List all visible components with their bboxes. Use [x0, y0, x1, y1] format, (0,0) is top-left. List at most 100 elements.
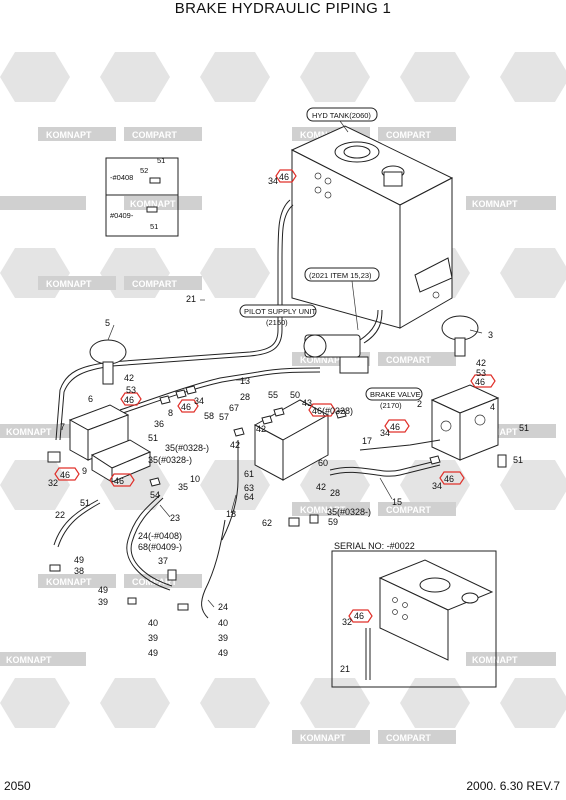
callout: 67 [229, 403, 239, 413]
svg-text:BRAKE VALVE: BRAKE VALVE [370, 390, 421, 399]
highlight-46 [308, 403, 336, 417]
highlight-46 [384, 419, 410, 433]
svg-text:KOMNAPT: KOMNAPT [300, 733, 346, 743]
callout: 46 [114, 476, 124, 486]
svg-text:KOMNAPT: KOMNAPT [472, 655, 518, 665]
brake-valve-label: BRAKE VALVE (2170) [365, 387, 423, 410]
callout: 10 [190, 474, 200, 484]
inset-box: -#0408 #0409- 52 51 51 [105, 156, 179, 237]
svg-text:(2170): (2170) [380, 401, 402, 410]
pipe-17 [359, 439, 441, 451]
callout: 51 [80, 498, 90, 508]
svg-text:KOMNAPT: KOMNAPT [46, 130, 92, 140]
callout: 22 [55, 510, 65, 520]
svg-text:COMPART: COMPART [132, 130, 177, 140]
svg-text:COMPART: COMPART [386, 505, 431, 515]
svg-text:(2150): (2150) [266, 318, 288, 327]
callout: 42 [256, 424, 266, 434]
fittings [49, 385, 507, 611]
callout: 59 [328, 517, 338, 527]
svg-text:51: 51 [157, 156, 165, 165]
callout: 2 [417, 399, 422, 409]
svg-text:51: 51 [150, 222, 158, 231]
svg-text:COMPART: COMPART [132, 279, 177, 289]
callout: 35(#0328-) [327, 507, 371, 517]
watermark-row [0, 52, 566, 102]
callouts: 21 5 3 34 46 13 42 53 46 6 7 8 9 36 51 3… [48, 172, 529, 674]
callout: 35 [178, 482, 188, 492]
callout: 62 [262, 518, 272, 528]
callout: 5 [105, 318, 110, 328]
callout: 7 [60, 422, 65, 432]
svg-text:COMPART: COMPART [132, 577, 177, 587]
callout: 32 [342, 617, 352, 627]
watermark-bars [0, 127, 556, 744]
center-valve-block [253, 399, 330, 481]
callout: 32 [48, 478, 58, 488]
hyd-tank-label: HYD TANK(2060) [306, 107, 378, 133]
callout: 46 [124, 395, 134, 405]
leader-lines [107, 299, 483, 608]
page-title: BRAKE HYDRAULIC PIPING 1 [174, 0, 392, 17]
callout: 28 [240, 392, 250, 402]
hydraulic-tank [290, 125, 454, 329]
svg-text:HYD TANK(2060): HYD TANK(2060) [312, 111, 371, 120]
svg-text:KOMNAPT: KOMNAPT [300, 355, 346, 365]
callout: 64 [244, 492, 254, 502]
callout: 3 [488, 330, 493, 340]
callout: 49 [74, 555, 84, 565]
callout: 54 [150, 490, 160, 500]
brake-valve [430, 384, 500, 461]
page-number: 2050 [4, 779, 31, 793]
callout: 43 [302, 398, 312, 408]
svg-text:KOMNAPT: KOMNAPT [46, 279, 92, 289]
watermark-row [0, 460, 566, 510]
pipe-13 [119, 367, 321, 411]
callout: 23 [170, 513, 180, 523]
callout: 53 [476, 368, 486, 378]
accumulator-5 [89, 339, 127, 385]
highlight-46 [439, 471, 465, 485]
callout: 42 [124, 373, 134, 383]
pipe-15 [329, 459, 441, 472]
callout: 35(#0328-) [148, 455, 192, 465]
pipe-18 [221, 440, 239, 541]
callout: 6 [88, 394, 93, 404]
callout: 46 [475, 377, 485, 387]
callout: 40 [148, 618, 158, 628]
accumulator-3 [441, 315, 479, 357]
highlight-46 [54, 467, 80, 481]
callout: 51 [513, 455, 523, 465]
serial-inset-box: SERIAL NO: -#0022 [331, 541, 497, 688]
pipe-21 [55, 199, 291, 441]
callout: 34 [380, 428, 390, 438]
svg-text:#0409-: #0409- [110, 211, 134, 220]
callout: 35(#0328-) [165, 443, 209, 453]
svg-text:(2021 ITEM 15,23): (2021 ITEM 15,23) [309, 271, 372, 280]
callout: 61 [244, 469, 254, 479]
callout: 13 [240, 376, 250, 386]
watermark-row [0, 678, 566, 728]
callout: 21 [186, 294, 196, 304]
callout: 49 [98, 585, 108, 595]
highlight-46 [275, 169, 297, 183]
callout: 57 [219, 412, 229, 422]
callout: 49 [148, 648, 158, 658]
highlight-46 [120, 392, 142, 406]
callout: 37 [158, 556, 168, 566]
callout: 34 [268, 176, 278, 186]
callout: 28 [330, 488, 340, 498]
callout: 42 [476, 358, 486, 368]
callout: 46 [181, 402, 191, 412]
pipe-24 [201, 519, 226, 619]
callout: 40 [218, 618, 228, 628]
svg-text:KOMNAPT: KOMNAPT [300, 130, 346, 140]
callout: 60 [318, 458, 328, 468]
callout: 46 [279, 172, 289, 182]
svg-text:SERIAL NO: -#0022: SERIAL NO: -#0022 [334, 541, 415, 551]
svg-text:COMPART: COMPART [386, 733, 431, 743]
highlight-46 [348, 609, 373, 623]
svg-text:COMPART: COMPART [386, 355, 431, 365]
callout: 4 [490, 402, 495, 412]
callout: 38 [74, 566, 84, 576]
